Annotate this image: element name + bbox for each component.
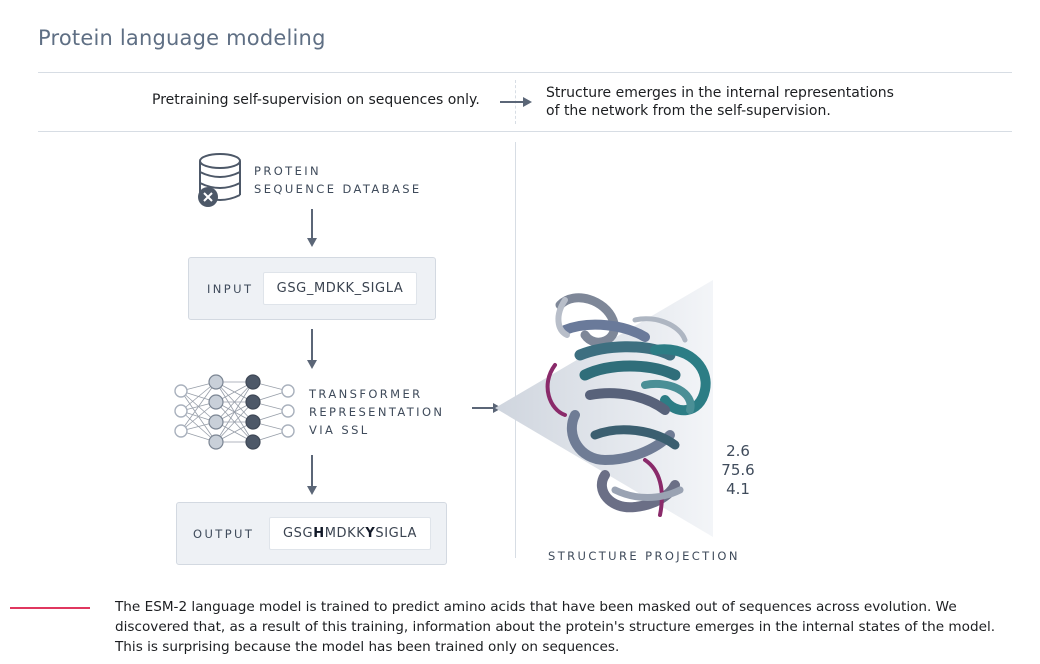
neural-network-icon: [174, 374, 295, 450]
page-title: Protein language modeling: [38, 26, 326, 50]
top-divider: [38, 72, 1012, 73]
down-arrow-icon: [307, 455, 317, 495]
output-seq-mutation2: Y: [365, 526, 376, 541]
transformer-label-line2: REPRESENTATION: [309, 405, 445, 419]
caption-accent-line: [10, 607, 90, 609]
column-divider: [515, 142, 516, 558]
structure-statement-line2: of the network from the self-supervision…: [546, 103, 831, 119]
protein-structure-illustration: [495, 280, 713, 537]
output-seq-part2: MDKK: [324, 526, 366, 541]
metric-value: 2.6: [726, 442, 750, 460]
down-arrow-icon: [307, 329, 317, 369]
header-divider: [38, 131, 1012, 132]
caption-line1: The ESM-2 language model is trained to p…: [115, 599, 957, 615]
down-arrow-icon: [307, 209, 317, 247]
output-seq-mutation1: H: [313, 526, 325, 541]
caption-line3: This is surprising because the model has…: [115, 639, 620, 655]
metric-value: 75.6: [721, 461, 755, 479]
structure-statement-line1: Structure emerges in the internal repres…: [546, 85, 894, 101]
input-label: INPUT: [207, 281, 254, 296]
output-seq-part1: GSG: [283, 526, 314, 541]
database-label-line2: SEQUENCE DATABASE: [254, 182, 422, 196]
transformer-label-line1: TRANSFORMER: [309, 387, 423, 401]
structure-statement: Structure emerges in the internal repres…: [546, 84, 906, 120]
structure-projection-label: STRUCTURE PROJECTION: [548, 549, 740, 563]
database-label: PROTEIN SEQUENCE DATABASE: [254, 162, 422, 198]
input-box: INPUT GSG_MDKK_SIGLA: [188, 257, 436, 320]
output-seq-part3: SIGLA: [375, 526, 417, 541]
output-label: OUTPUT: [193, 526, 255, 541]
transformer-label-line3: VIA SSL: [309, 423, 370, 437]
metric-value: 4.1: [726, 480, 750, 498]
structure-metrics: 2.6 75.6 4.1: [718, 442, 758, 499]
caption: The ESM-2 language model is trained to p…: [115, 597, 1035, 657]
database-icon: [198, 153, 241, 207]
pretraining-statement: Pretraining self-supervision on sequence…: [152, 92, 480, 108]
transformer-label: TRANSFORMER REPRESENTATION VIA SSL: [309, 385, 444, 439]
caption-line2: discovered that, as a result of this tra…: [115, 619, 996, 635]
input-sequence: GSG_MDKK_SIGLA: [263, 272, 417, 305]
header-arrow-icon: [500, 97, 532, 107]
protein-ribbon: [545, 293, 711, 517]
database-label-line1: PROTEIN: [254, 164, 322, 178]
